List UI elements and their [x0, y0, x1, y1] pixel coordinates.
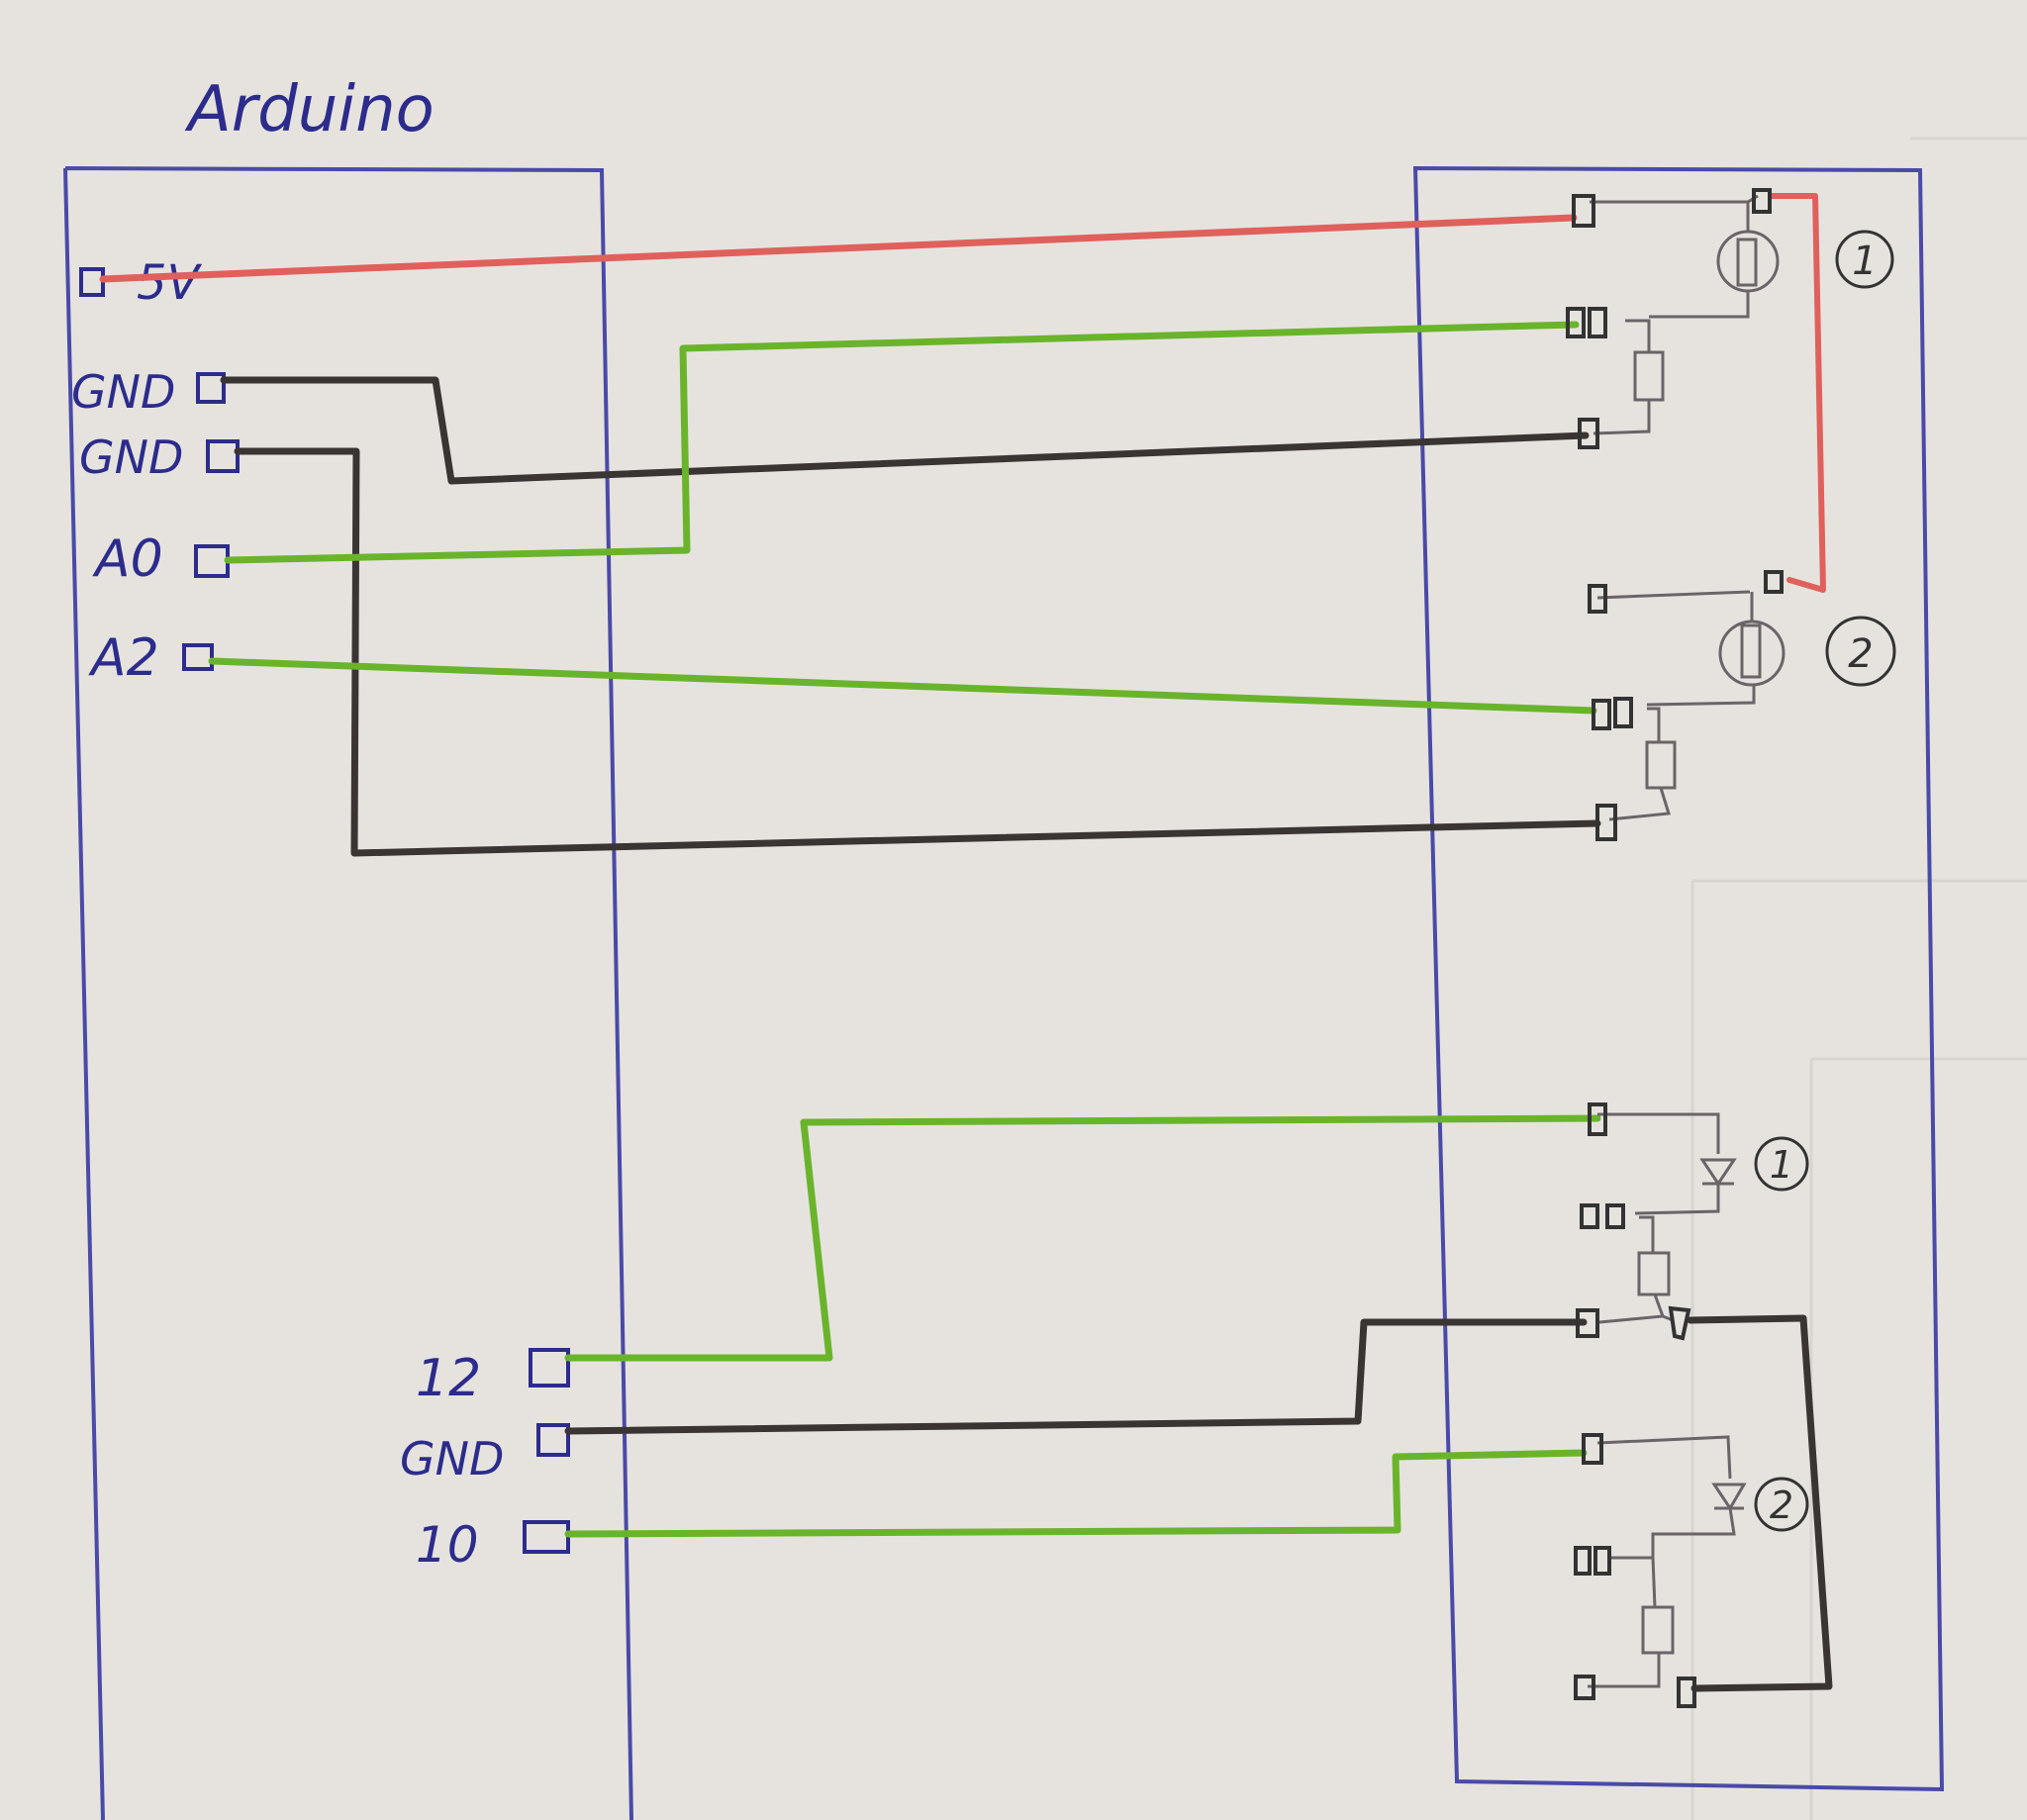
led-2 [1588, 1435, 1747, 1688]
background-paper-marks [1690, 137, 2027, 1820]
sensor-2-resistor [1645, 740, 1677, 790]
sensor-2 [1596, 590, 1786, 821]
pin-label-12: 12 [416, 1349, 481, 1408]
wire-a0 [224, 321, 1580, 564]
marker-led-2-circle [1754, 1477, 1809, 1532]
breadboard-outline [1412, 165, 1945, 1792]
wire-pin-10 [564, 1449, 1588, 1538]
pad-gnd-2 [206, 439, 240, 473]
sensor-2-body [1718, 620, 1786, 687]
wire-gnd-3 [564, 1318, 1588, 1435]
wires [99, 193, 1833, 1692]
led-2-resistor [1641, 1605, 1675, 1655]
pad-5v [79, 267, 105, 297]
wire-5v [99, 214, 1578, 283]
pin-label-5v: 5V [137, 255, 203, 311]
breadboard-components [1588, 194, 1786, 1688]
pad-a0 [194, 544, 230, 578]
breadboard-pads [1566, 188, 1784, 1708]
led-2-symbol [1711, 1483, 1747, 1511]
pad-gnd-3 [536, 1423, 570, 1457]
pad-gnd-1 [196, 372, 226, 404]
pin-label-a2: A2 [88, 628, 159, 688]
pad-a2 [182, 643, 214, 671]
pin-label-gnd-3: GND [400, 1432, 504, 1485]
sensor-1-resistor [1633, 350, 1665, 402]
marker-sensor-1: 1 [1852, 239, 1877, 284]
arduino-board-outline [63, 166, 633, 1820]
marker-led-1-circle [1754, 1136, 1809, 1192]
arduino-pin-labels: 5V GND GND A0 A2 12 GND 10 [71, 255, 504, 1574]
marker-sensor-2: 2 [1848, 631, 1873, 677]
arduino-title: Arduino [184, 73, 434, 146]
wire-pin-12 [564, 1114, 1601, 1362]
pin-label-gnd-1: GND [71, 365, 175, 419]
marker-led-2: 2 [1770, 1484, 1793, 1527]
led-1 [1597, 1112, 1737, 1324]
pin-label-gnd-2: GND [79, 431, 183, 484]
wire-gnd-rail [1687, 1314, 1833, 1692]
pin-label-a0: A0 [92, 529, 163, 589]
led-1-resistor [1637, 1251, 1671, 1296]
marker-sensor-2-circle [1825, 616, 1896, 687]
pad-12 [529, 1348, 570, 1388]
wire-gnd-2 [234, 447, 1601, 857]
marker-sensor-1-circle [1835, 230, 1894, 289]
wire-a2 [208, 657, 1597, 715]
pin-label-10: 10 [416, 1516, 479, 1574]
wire-5v-bridge [1769, 193, 1826, 593]
sensor-1 [1590, 194, 1780, 435]
led-1-symbol [1699, 1158, 1737, 1187]
marker-led-1: 1 [1770, 1143, 1793, 1187]
component-markers: 1 2 1 2 [1754, 230, 1896, 1532]
pad-10 [523, 1520, 570, 1554]
wire-gnd-1 [220, 376, 1590, 485]
